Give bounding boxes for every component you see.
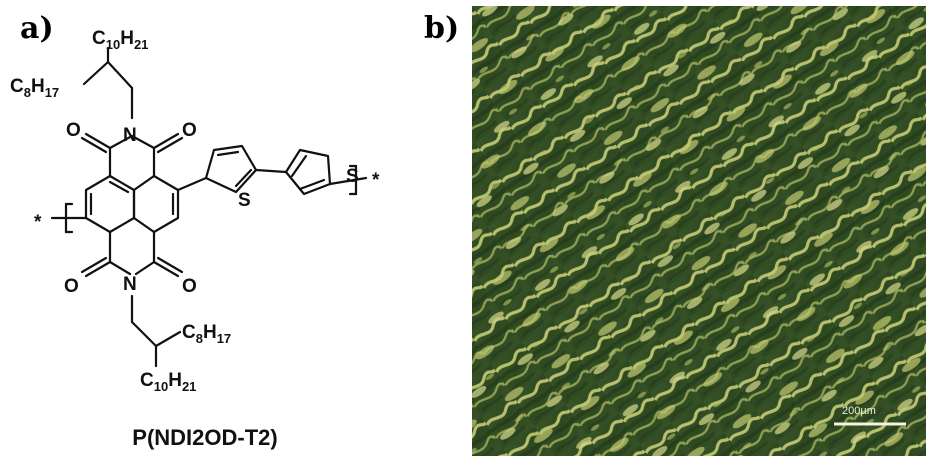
micrograph-texture: 200µm	[472, 6, 926, 456]
bottom-chain-c8h17: C8H17	[182, 322, 231, 346]
left-bracket: *	[34, 202, 88, 234]
top-right-oxygen: O	[182, 120, 197, 141]
top-chain-c10h21: C10H21	[92, 28, 148, 52]
bottom-nitrogen: N	[123, 274, 137, 295]
top-chain-c8h17: C8H17	[10, 76, 59, 100]
optical-micrograph: 200µm	[472, 6, 926, 456]
top-nitrogen: N	[123, 125, 137, 146]
panel-label-b: b)	[424, 11, 460, 46]
panel-label-a: a)	[20, 11, 54, 46]
bottom-right-oxygen: O	[182, 276, 197, 297]
scale-bar-label: 200µm	[842, 405, 876, 417]
right-end-mark: *	[372, 170, 380, 191]
compound-name: P(NDI2OD-T2)	[132, 425, 278, 450]
left-end-mark: *	[34, 212, 42, 233]
bottom-left-oxygen: O	[64, 276, 79, 297]
top-imide-ring: N O O	[66, 120, 197, 178]
bithiophene: S S *	[176, 144, 380, 211]
chemical-structure: C10H21 C8H17 N O O *	[10, 28, 380, 394]
thiophene-1-sulfur: S	[238, 190, 251, 211]
bottom-imide-ring: N O O	[64, 230, 197, 297]
bottom-side-chain: C8H17 C10H21	[130, 294, 231, 394]
top-left-oxygen: O	[66, 120, 81, 141]
naphthalene-core	[84, 174, 180, 234]
top-side-chain: C10H21 C8H17	[10, 28, 148, 120]
bottom-chain-c10h21: C10H21	[140, 370, 196, 394]
scale-bar: 200µm	[834, 405, 906, 426]
